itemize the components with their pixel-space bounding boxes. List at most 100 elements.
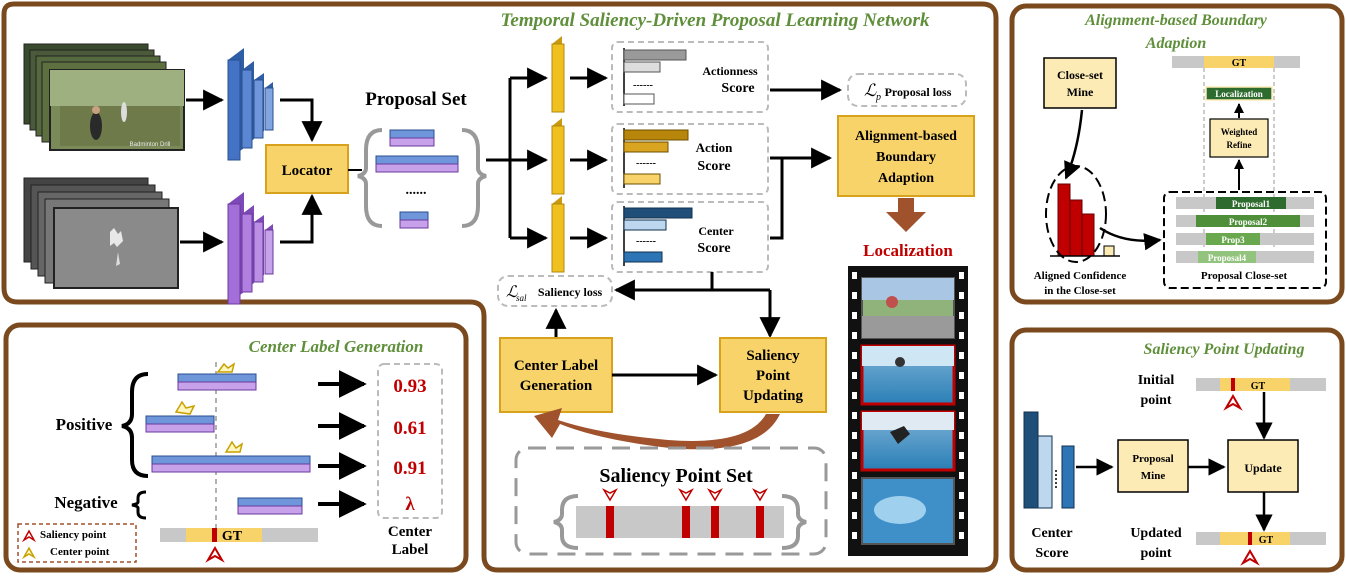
positive-proposal-1 bbox=[177, 373, 257, 391]
point-set-left-bracket bbox=[553, 494, 579, 550]
arrow-purple-to-locator bbox=[280, 193, 323, 244]
proposal-mine-1: Proposal bbox=[1132, 453, 1173, 465]
legend-box bbox=[17, 523, 137, 563]
actionness-bars bbox=[623, 48, 687, 106]
update-label: Update bbox=[1244, 461, 1282, 475]
clg-box-line-1: Center Label bbox=[514, 358, 598, 374]
action-score-box bbox=[611, 123, 769, 195]
legend-center-label: Center point bbox=[50, 546, 110, 558]
updated-gt-bar bbox=[1196, 532, 1326, 545]
action-dots: ------ bbox=[636, 158, 656, 169]
positive-proposal-3 bbox=[151, 455, 311, 473]
updated-point-1: Updated bbox=[1130, 526, 1182, 541]
proposal-loss-box bbox=[847, 73, 967, 107]
clg-gt-bar bbox=[160, 528, 318, 542]
initial-saliency-icon bbox=[1223, 394, 1243, 411]
locator-label: Locator bbox=[282, 163, 333, 179]
aba-localization-label: Localization bbox=[1215, 89, 1263, 99]
center-point-icons bbox=[174, 362, 244, 453]
spu-box-line-3: Updating bbox=[743, 388, 804, 404]
center-bars bbox=[623, 206, 693, 266]
positive-label: Positive bbox=[56, 415, 113, 434]
proposal-loss-label: Proposal loss bbox=[885, 85, 952, 99]
updated-saliency-icon bbox=[1240, 549, 1260, 566]
aba-panel-title-2: Adaption bbox=[1145, 35, 1207, 52]
initial-gt-bar bbox=[1196, 378, 1326, 391]
saliency-loss-symbol: ℒ bbox=[506, 284, 518, 301]
spu-center-score-2: Score bbox=[1035, 546, 1068, 561]
score-1: 0.93 bbox=[393, 376, 426, 397]
action-label-2: Score bbox=[697, 159, 730, 174]
legend-saliency-icon bbox=[21, 529, 37, 543]
actionness-label-1: Actionness bbox=[702, 64, 758, 78]
proposal-loss-symbol: ℒ bbox=[864, 81, 877, 100]
actionness-score-box bbox=[611, 41, 769, 113]
spu-panel-title: Saliency Point Updating bbox=[1144, 341, 1305, 358]
actionness-head-layer bbox=[551, 36, 565, 113]
initial-point-2: point bbox=[1140, 393, 1171, 408]
positive-brace bbox=[121, 372, 149, 478]
saliency-loss-label: Saliency loss bbox=[538, 285, 603, 299]
aba-box-line-1: Alignment-based bbox=[855, 129, 957, 144]
aba-gt-bar bbox=[1172, 56, 1300, 68]
video-caption: Badminton Drill bbox=[130, 142, 171, 148]
localization-label: Localization bbox=[863, 241, 953, 260]
aba-box-line-3: Adaption bbox=[878, 171, 934, 186]
score-2: 0.61 bbox=[393, 418, 426, 439]
proposal-3: Prop3 bbox=[1221, 235, 1245, 245]
spu-box-line-1: Saliency bbox=[746, 348, 800, 364]
spu-center-score-1: Center bbox=[1031, 526, 1072, 541]
proposal-mine-box bbox=[1117, 439, 1189, 493]
updated-gt-label: GT bbox=[1259, 535, 1274, 546]
aligned-confidence-bars bbox=[1050, 183, 1120, 257]
close-set-mine-2: Mine bbox=[1067, 85, 1094, 99]
weighted-refine-2: Refine bbox=[1227, 140, 1252, 150]
negative-label: Negative bbox=[54, 493, 118, 512]
aba-panel-title-1: Alignment-based Boundary bbox=[1084, 12, 1268, 29]
saliency-point-set-label: Saliency Point Set bbox=[599, 465, 753, 487]
flow-frame-stack bbox=[23, 177, 179, 289]
center-label-caption-1: Center bbox=[388, 524, 432, 540]
update-box bbox=[1227, 439, 1299, 493]
action-bars bbox=[623, 128, 689, 188]
spu-panel-border bbox=[1009, 327, 1345, 573]
localization-film-strip bbox=[848, 266, 968, 556]
weighted-refine-1: Weighted bbox=[1221, 127, 1258, 137]
feedback-curved-arrow bbox=[534, 408, 780, 450]
proposal-close-set-label: Proposal Close-set bbox=[1201, 270, 1288, 282]
line-center-to-aba bbox=[770, 158, 784, 240]
arrow-aba-to-localization bbox=[886, 198, 926, 232]
saliency-point-set-box bbox=[514, 446, 828, 556]
action-head-layer bbox=[551, 118, 565, 195]
clg-gt-label: GT bbox=[222, 529, 243, 544]
aba-box bbox=[837, 115, 975, 197]
clg-panel-title: Center Label Generation bbox=[249, 337, 424, 356]
proposal-set-label: Proposal Set bbox=[365, 89, 467, 110]
saliency-loss-sub: sal bbox=[516, 293, 527, 303]
aba-localization-bar bbox=[1205, 86, 1273, 101]
proposal-4: Proposal4 bbox=[1208, 253, 1247, 263]
score-3: 0.91 bbox=[393, 458, 426, 479]
point-set-right-bracket bbox=[781, 494, 807, 550]
flow-backbone-network bbox=[227, 192, 274, 305]
weighted-refine-box bbox=[1209, 118, 1269, 158]
center-dots: ------ bbox=[636, 236, 656, 247]
proposal-set-dots: ...... bbox=[406, 183, 427, 198]
aba-box-line-2: Boundary bbox=[876, 150, 936, 165]
proposal-set-left-bracket bbox=[357, 128, 383, 228]
actionness-label-2: Score bbox=[721, 81, 754, 96]
main-panel-title: Temporal Saliency-Driven Proposal Learni… bbox=[501, 10, 930, 31]
spu-box bbox=[719, 337, 827, 413]
proposal-2: Proposal2 bbox=[1229, 217, 1268, 227]
initial-gt-label: GT bbox=[1251, 381, 1266, 392]
clg-box-line-2: Generation bbox=[520, 378, 593, 394]
negative-brace bbox=[131, 490, 147, 520]
center-label-1: Center bbox=[698, 224, 734, 238]
arrow-mine-to-confidence bbox=[1064, 109, 1084, 180]
center-label-caption-2: Label bbox=[392, 542, 429, 558]
proposal-set-right-bracket bbox=[461, 128, 487, 228]
point-set-markers bbox=[606, 506, 764, 538]
close-set-mine-1: Close-set bbox=[1057, 68, 1103, 82]
negative-proposal bbox=[237, 497, 303, 515]
